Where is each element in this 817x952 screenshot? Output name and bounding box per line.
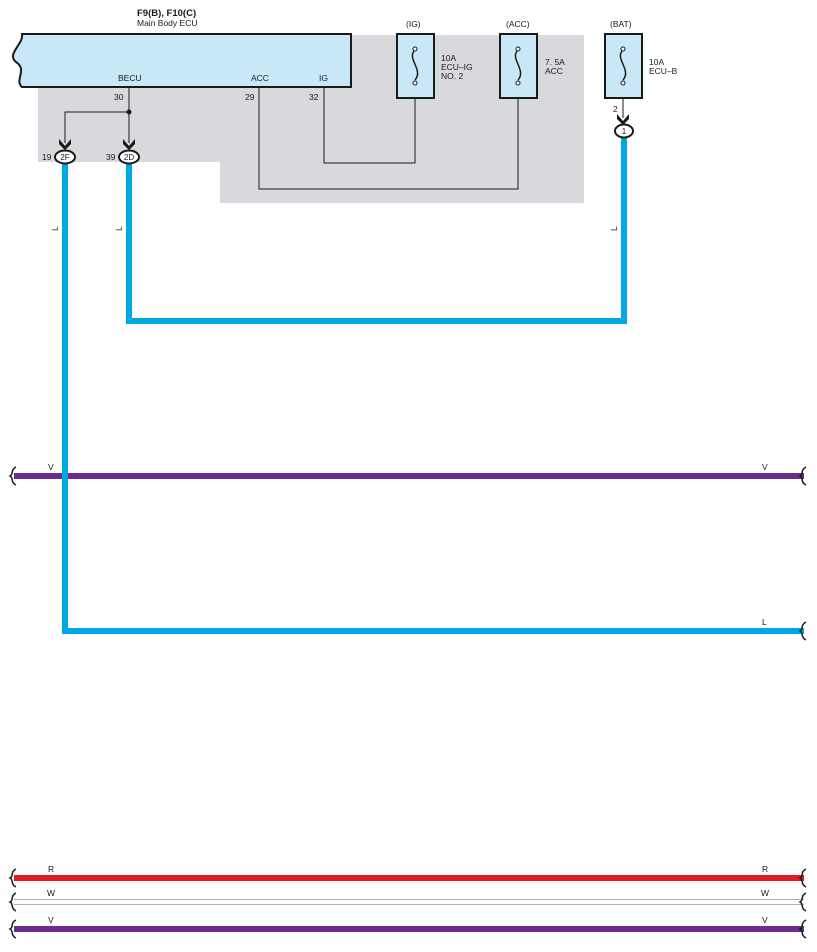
terminal-1-arrow [617,114,629,125]
wire-label-r-left: R [48,864,54,874]
connector-1[interactable] [614,123,634,139]
brace-right-red [798,868,807,888]
brace-left-violet-top [8,466,17,486]
fuse-acc-rating: 7. 5A [545,57,565,67]
fuse-acc[interactable] [499,33,538,99]
brace-right-white [798,892,807,912]
fuse-bat-name-1: ECU–B [649,66,678,76]
connector-1-label: 1 [622,127,627,136]
fuse-ig-circuit: (IG) [406,19,421,29]
fuse-acc-circuit: (ACC) [506,19,530,29]
wire-label-l-bottom-right: L [762,617,767,627]
terminal-2f-arrow [59,139,71,150]
connector-2f-label: 2F [60,153,69,162]
ecu-subtitle: Main Body ECU [137,18,197,28]
ecu-pin-ig-number: 32 [309,92,319,102]
brace-left-red [8,868,17,888]
fuse-acc-element-icon [514,49,522,81]
fuse-ig-element-icon [411,49,419,81]
fuse-bat-pin: 2 [613,104,618,114]
fuse-bat[interactable] [604,33,643,99]
wire-label-w-right: W [761,888,769,898]
becu-junction-dot [126,109,132,115]
wire-label-r-right: R [762,864,768,874]
wire-label-w-left: W [47,888,55,898]
fuse-ig-name-1: ECU–IG [441,62,473,72]
fuse-bat-circuit: (BAT) [610,19,632,29]
terminal-2d-arrow [123,139,135,150]
continuation-braces [8,466,807,939]
connector-2d[interactable] [118,149,140,165]
ecu-pin-becu-number: 30 [114,92,124,102]
brace-left-violet-bottom [8,919,17,939]
ecu-pin-becu-label: BECU [118,73,142,83]
wire-label-l-2f: L [50,226,60,231]
brace-right-blue [798,621,807,641]
fuse-bat-rating: 10A [649,57,664,67]
ecu-pin-ig-label: IG [319,73,328,83]
ecu-pin-acc-number: 29 [245,92,255,102]
connector-2d-label: 2D [124,153,134,162]
brace-right-violet-top [798,466,807,486]
wire-blue-2f-to-right[interactable] [62,163,804,634]
wire-blue-2d-to-bat[interactable] [126,138,627,324]
thin-wires [64,87,624,190]
fuse-ig-rating: 10A [441,53,456,63]
wire-label-v-bot-right: V [762,915,768,925]
fuse-bat-element-icon [619,49,627,81]
wire-label-v-top-left: V [48,462,54,472]
wire-label-v-top-right: V [762,462,768,472]
ecu-title: F9(B), F10(C) [137,8,196,19]
connector-2f-pin: 19 [42,152,52,162]
fuse-ig-name-2: NO. 2 [441,71,463,81]
main-body-ecu[interactable] [12,33,352,88]
ecu-pin-acc-label: ACC [251,73,269,83]
connector-2f[interactable] [54,149,76,165]
wire-label-l-bat: L [609,226,619,231]
thick-wires [14,138,804,932]
brace-left-white [8,892,17,912]
ig-wire [323,87,416,164]
fuse-acc-name-1: ACC [545,66,563,76]
wire-label-l-2d: L [114,226,124,231]
fuse-ig[interactable] [396,33,435,99]
brace-right-violet-bottom [798,919,807,939]
wire-label-v-bot-left: V [48,915,54,925]
connector-2d-pin: 39 [106,152,116,162]
acc-wire [258,87,519,190]
becu-branch-wire [64,111,129,143]
